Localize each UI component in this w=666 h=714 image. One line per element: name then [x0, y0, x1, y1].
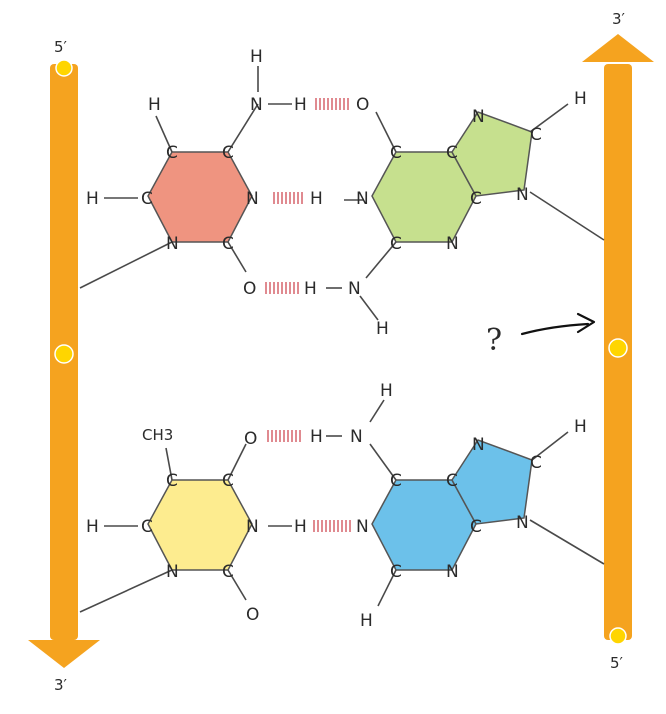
thy-C6: C: [141, 517, 153, 537]
ade-H6b: H: [310, 427, 323, 447]
cyt-C6: C: [141, 189, 153, 209]
cyt-N3: N: [246, 189, 259, 209]
gua-H2b: H: [304, 279, 317, 299]
cyt-N4: N: [250, 95, 263, 115]
ade-C8: C: [530, 453, 542, 473]
ade-N3: N: [446, 562, 459, 582]
ade-H6a: H: [380, 381, 393, 401]
right-top-arrow: [582, 34, 654, 62]
hbond-4: [267, 430, 301, 442]
hbond-3: [265, 282, 299, 294]
annotation-arrow: [520, 312, 596, 336]
thy-N3: N: [246, 517, 259, 537]
cyt-H6: H: [86, 189, 99, 209]
gua-C8: C: [530, 125, 542, 145]
gua-H8: H: [574, 89, 587, 109]
cyt-C4: C: [222, 143, 234, 163]
thy-O4: O: [244, 429, 257, 449]
cytosine-ring: [147, 151, 253, 243]
right-strand-3prime-label: 3′: [612, 10, 626, 28]
gua-C4: C: [470, 189, 482, 209]
hbond-2: [273, 192, 303, 204]
cyt-O2: O: [243, 279, 256, 299]
left-strand: 5′ 3′: [28, 38, 100, 694]
hbond-5: [313, 520, 351, 532]
gua-N7: N: [472, 107, 485, 127]
left-strand-3prime-label: 3′: [54, 676, 68, 694]
gua-H1: H: [310, 189, 323, 209]
thy-C4: C: [222, 471, 234, 491]
right-node-bottom: [609, 627, 627, 645]
ade-N9: N: [516, 513, 529, 533]
left-strand-5prime-label: 5′: [54, 38, 68, 56]
ade-C5: C: [446, 471, 458, 491]
bottom-pair-hydrogen-bonds: [267, 430, 351, 532]
thy-C5: C: [166, 471, 178, 491]
gua-C6: C: [390, 143, 402, 163]
ade-N6: N: [350, 427, 363, 447]
guanine-base: O C C N C H N C N C N N H H H: [304, 89, 605, 339]
ade-H8: H: [574, 417, 587, 437]
cyt-H5: H: [148, 95, 161, 115]
thymine-ring: [147, 479, 253, 571]
guanine-five-ring: [451, 111, 533, 197]
gua-N1: N: [356, 189, 369, 209]
thy-H3: H: [294, 517, 307, 537]
thymine-base: CH3 C C O C H N H N C O: [79, 426, 307, 625]
ade-N7: N: [472, 435, 485, 455]
hbond-1: [315, 98, 349, 110]
cyt-C5: C: [166, 143, 178, 163]
gua-C5: C: [446, 143, 458, 163]
handwritten-annotation: ?: [486, 312, 596, 358]
right-node-middle: [608, 338, 628, 358]
adenine-base: N H H C C N C H N C N C N H: [310, 381, 605, 631]
right-strand-5prime-label: 5′: [610, 654, 624, 672]
gua-N2: N: [348, 279, 361, 299]
adenine-five-ring: [451, 439, 533, 525]
thy-N1: N: [166, 562, 179, 582]
gua-N3: N: [446, 234, 459, 254]
cytosine-base: C C C N N C H H N H H O: [79, 47, 307, 299]
ade-C4: C: [470, 517, 482, 537]
cyt-H4b: H: [294, 95, 307, 115]
left-node-top: [55, 59, 73, 77]
cyt-C2: C: [222, 234, 234, 254]
cyt-H4a: H: [250, 47, 263, 67]
ade-H2: H: [360, 611, 373, 631]
right-strand: 3′ 5′: [582, 10, 654, 672]
gua-N9: N: [516, 185, 529, 205]
ade-C6: C: [390, 471, 402, 491]
thy-O2: O: [246, 605, 259, 625]
thy-H6: H: [86, 517, 99, 537]
ade-N1: N: [356, 517, 369, 537]
gua-O6: O: [356, 95, 369, 115]
left-node-middle: [54, 344, 74, 364]
thy-CH3: CH3: [142, 426, 173, 444]
top-pair-hydrogen-bonds: [265, 98, 349, 294]
cyt-N1: N: [166, 234, 179, 254]
gua-C2: C: [390, 234, 402, 254]
gua-H2a: H: [376, 319, 389, 339]
ade-C2: C: [390, 562, 402, 582]
thy-C2: C: [222, 562, 234, 582]
left-bottom-arrow: [28, 640, 100, 668]
question-mark: ?: [486, 323, 502, 358]
